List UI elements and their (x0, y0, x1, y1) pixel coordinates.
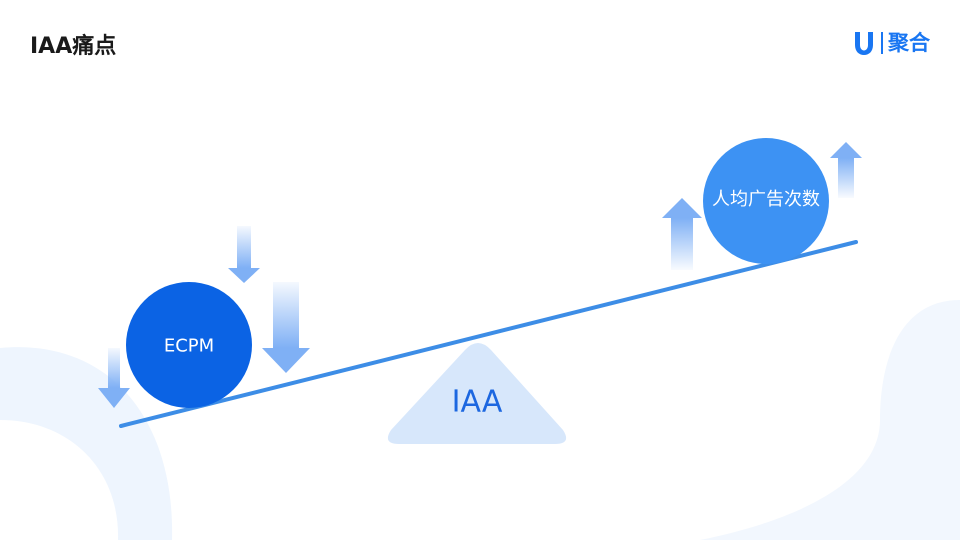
seesaw-beam (119, 240, 858, 428)
brand-logo: 聚合 (853, 28, 930, 58)
down-arrow-icon (98, 348, 130, 408)
up-arrow-icon (662, 198, 702, 270)
page-title: IAA痛点 (30, 34, 117, 59)
ecpm-circle (126, 282, 252, 408)
fulcrum-label: IAA (451, 384, 503, 420)
up-arrow-icon (830, 142, 862, 198)
brand-separator (881, 32, 883, 54)
ecpm-label: ECPM (163, 335, 215, 357)
ads-per-user-label: 人均广告次数 (712, 189, 820, 210)
down-arrow-icon (228, 226, 260, 283)
brand-name: 聚合 (888, 30, 930, 55)
down-arrow-icon (262, 282, 310, 373)
ads-per-user-circle (703, 138, 829, 264)
u-logo-icon (855, 32, 873, 55)
fulcrum-triangle (387, 343, 567, 444)
